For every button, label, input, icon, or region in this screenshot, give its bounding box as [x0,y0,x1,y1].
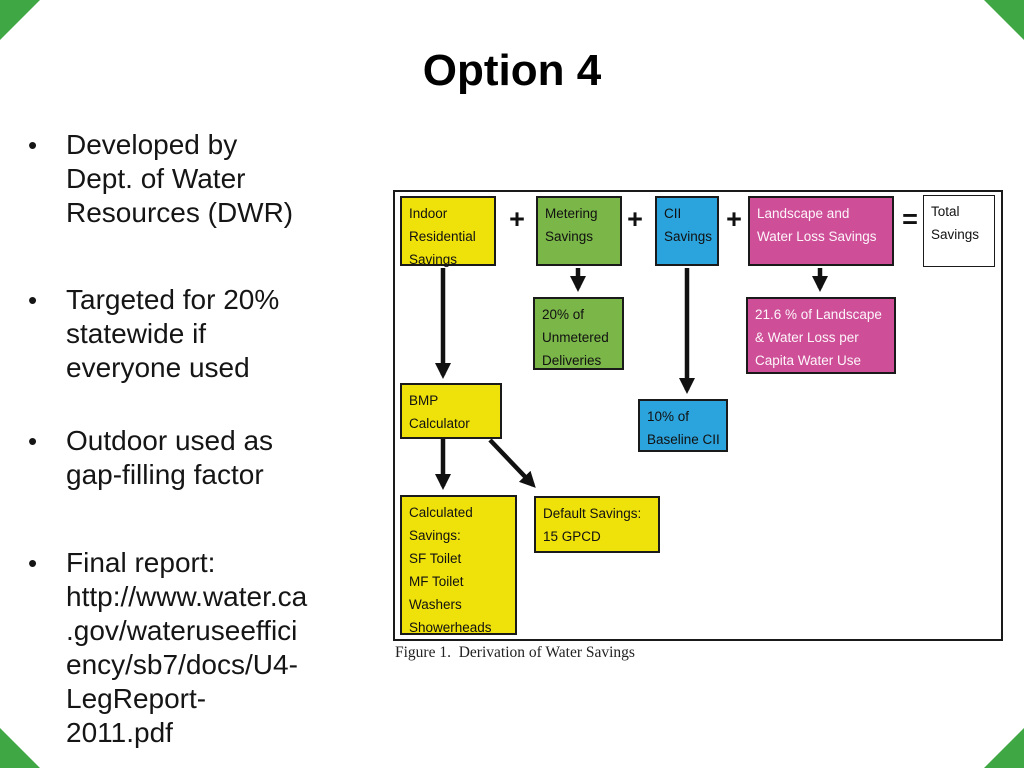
box-line: Metering [545,206,598,221]
bullet-item-developed-by: • Developed by Dept. of Water Resources … [28,128,380,230]
bullet-text: Outdoor used as gap-filling factor [66,424,380,492]
figure-panel: Indoor Residential Savings + Metering Sa… [393,190,1003,641]
box-line: Baseline CII [647,432,720,447]
box-cii-savings: CII Savings [655,196,719,266]
bullet-item-final-report: • Final report: http://www.water.ca .gov… [28,546,380,750]
box-line: MF Toilet [409,574,464,589]
bullet-text: Targeted for 20% statewide if everyone u… [66,283,380,385]
box-line: Showerheads [409,620,492,635]
bullet-text: Developed by Dept. of Water Resources (D… [66,128,380,230]
bullet-text: Final report: http://www.water.ca .gov/w… [66,546,380,750]
box-default-savings: Default Savings: 15 GPCD [534,496,660,553]
box-landscape-water-loss-savings: Landscape and Water Loss Savings [748,196,894,266]
bullet-item-outdoor: • Outdoor used as gap-filling factor [28,424,380,492]
box-line: Calculator [409,416,470,431]
box-line: 10% of [647,409,690,424]
box-bmp-calculator: BMP Calculator [400,383,502,439]
box-line: BMP [409,393,439,408]
bullet-line: statewide if [66,318,207,349]
box-line: Default Savings: [543,506,642,521]
corner-fold-top-right-icon [984,0,1024,40]
bullet-line: Dept. of Water [66,163,246,194]
box-line: SF Toilet [409,551,462,566]
box-line: Savings [931,227,980,242]
box-line: Landscape and [757,206,850,221]
box-line: Indoor [409,206,448,221]
box-line: Savings: [409,528,461,543]
box-line: Washers [409,597,462,612]
flow-arrows [435,268,828,490]
box-line: CII [664,206,682,221]
bullet-line: Outdoor used as [66,425,274,456]
plus-operator: + [627,204,643,234]
figure-caption: Figure 1. Derivation of Water Savings [395,644,635,661]
box-line: Calculated [409,505,473,520]
box-line: Deliveries [542,353,602,368]
slide-title: Option 4 [422,46,602,95]
box-line: Savings [409,252,458,267]
bullet-line: Developed by [66,129,238,160]
bullet-line: Targeted for 20% [66,284,280,315]
bullet-item-targeted: • Targeted for 20% statewide if everyone… [28,283,380,385]
box-line: 20% of [542,307,585,322]
box-20pct-unmetered-deliveries: 20% of Unmetered Deliveries [533,297,624,370]
arrow-bmp-to-default [488,438,536,488]
plus-operator: + [726,204,742,234]
bullet-line: Resources (DWR) [66,197,294,228]
bullet-list: • Developed by Dept. of Water Resources … [28,128,380,750]
report-url-line: 2011.pdf [66,717,173,748]
box-10pct-baseline-cii: 10% of Baseline CII [638,399,728,452]
box-line: Capita Water Use [755,353,862,368]
report-url-line: ency/sb7/docs/U4- [66,649,298,680]
box-metering-savings: Metering Savings [536,196,622,266]
box-calculated-savings: Calculated Savings: SF Toilet MF Toilet … [400,495,517,635]
box-line: Water Loss Savings [757,229,877,244]
report-url-line: LegReport- [66,683,207,714]
box-21-6pct-landscape-water-loss: 21.6 % of Landscape & Water Loss per Cap… [746,297,896,374]
box-indoor-residential-savings: Indoor Residential Savings [400,196,496,267]
plus-operator: + [509,204,525,234]
bullet-line: gap-filling factor [66,459,264,490]
corner-fold-top-left-icon [0,0,40,40]
bullet-marker: • [28,285,38,315]
report-url-line: http://www.water.ca [66,581,308,612]
report-url-line: .gov/wateruseeffici [66,615,298,646]
box-total-savings: Total Savings [923,195,995,267]
bullet-marker: • [28,426,38,456]
box-line: Total [931,204,960,219]
box-line: 15 GPCD [543,529,601,544]
box-line: 21.6 % of Landscape [755,307,882,322]
bullet-line: everyone used [66,352,250,383]
bullet-marker: • [28,130,38,160]
corner-fold-bottom-right-icon [984,728,1024,768]
box-line: Savings [664,229,713,244]
box-line: & Water Loss per [755,330,859,345]
bullet-marker: • [28,548,38,578]
box-line: Savings [545,229,594,244]
equals-operator: = [902,204,918,234]
bullet-line: Final report: [66,547,216,578]
box-line: Unmetered [542,330,609,345]
box-line: Residential [409,229,476,244]
